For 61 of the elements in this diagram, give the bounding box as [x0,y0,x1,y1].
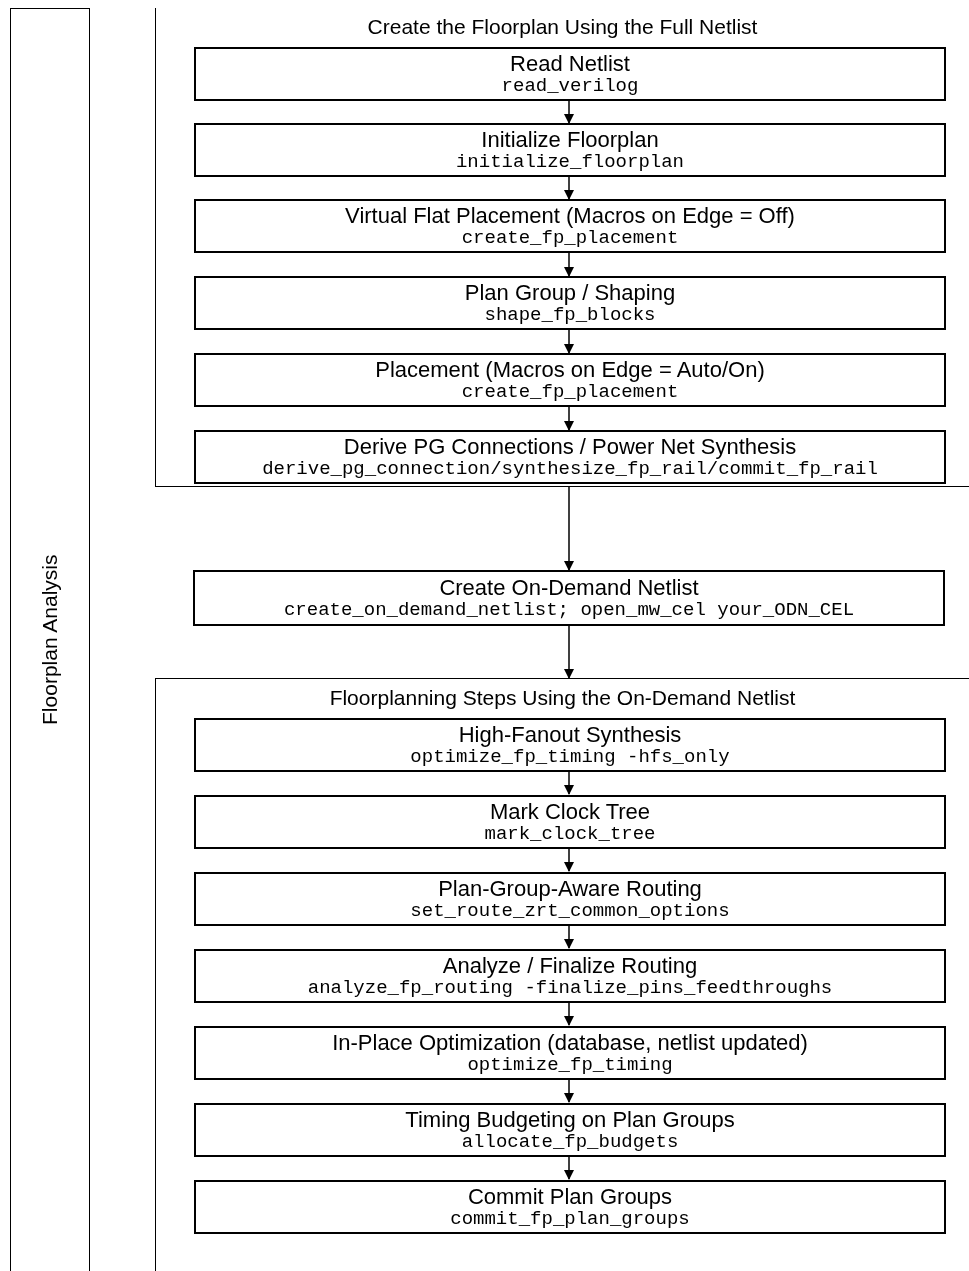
group-frame [155,8,969,487]
process-box [194,872,946,926]
process-box [194,199,946,253]
process-box [194,123,946,177]
arrow [564,176,574,200]
command-text: optimize_fp_timing -hfs_only [410,747,730,767]
step-title: Derive PG Connections / Power Net Synthesis [343,435,797,459]
command-text: allocate_fp_budgets [461,1132,679,1152]
command-text: analyze_fp_routing -finalize_pins_feedthroughs [307,978,833,998]
command-text: shape_fp_blocks [484,305,656,325]
step-title: Read Netlist [510,52,630,76]
arrow [564,625,574,679]
process-box [194,353,946,407]
group-heading: Create the Floorplan Using the Full Netlist [367,13,758,40]
step-title: Plan-Group-Aware Routing [438,877,702,901]
command-text: mark_clock_tree [484,824,656,844]
group-heading: Floorplanning Steps Using the On-Demand Netlist [329,684,796,711]
arrow [564,1155,574,1180]
process-box [194,1103,946,1157]
process-box [194,1026,946,1080]
step-title: Timing Budgeting on Plan Groups [405,1108,735,1132]
process-box [194,1180,946,1234]
command-text: commit_fp_plan_groups [450,1209,690,1229]
step-title: In-Place Optimization (database, netlist updated) [332,1031,808,1055]
command-text: create_fp_placement [461,382,679,402]
step-title: Plan Group / Shaping [464,281,676,305]
step-title: Mark Clock Tree [489,800,651,824]
step-title: Placement (Macros on Edge = Auto/On) [375,358,765,382]
command-text: create_on_demand_netlist; open_mw_cel your_ODN_CEL [283,600,855,620]
process-box [194,430,946,484]
process-box [193,570,945,626]
arrow [564,486,574,571]
step-title: Commit Plan Groups [467,1185,673,1209]
command-text: initialize_floorplan [455,152,684,172]
group-frame [155,678,969,1271]
arrow [564,329,574,354]
command-text: read_verilog [501,76,639,96]
step-title: Create On-Demand Netlist [439,576,699,600]
process-box [194,276,946,330]
process-box [194,718,946,772]
command-text: optimize_fp_timing [467,1055,673,1075]
arrow [564,924,574,949]
step-title: Virtual Flat Placement (Macros on Edge = Off) [345,204,795,228]
band-label: Floorplan Analysis [37,554,63,726]
arrow [564,770,574,795]
arrow [564,100,574,124]
arrow [564,406,574,431]
command-text: set_route_zrt_common_options [410,901,730,921]
process-box [194,795,946,849]
arrow [564,1001,574,1026]
step-title: Analyze / Finalize Routing [442,954,698,978]
arrow [564,847,574,872]
arrow [564,1078,574,1103]
phase-band [10,8,90,1271]
process-box [194,47,946,101]
process-box [194,949,946,1003]
arrow [564,252,574,277]
step-title: High-Fanout Synthesis [458,723,682,747]
command-text: create_fp_placement [461,228,679,248]
step-title: Initialize Floorplan [481,128,659,152]
command-text: derive_pg_connection/synthesize_fp_rail/commit_fp_rail [262,459,878,479]
